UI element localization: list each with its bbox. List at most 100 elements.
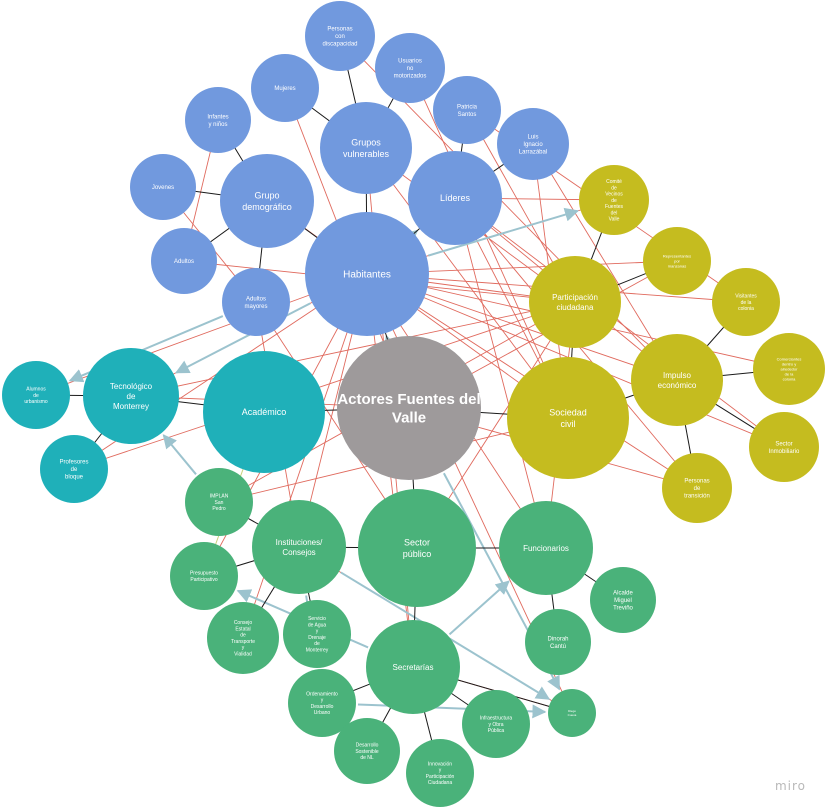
node-circle-lideres: [408, 151, 502, 245]
node-circle-usuarios: [375, 33, 445, 103]
node-circle-alcalde: [590, 567, 656, 633]
node-circle-comite: [579, 165, 649, 235]
node-habitantes: Habitantes: [305, 212, 429, 336]
node-circle-personas_disc: [305, 1, 375, 71]
node-circle-ordenamiento: [288, 669, 356, 737]
node-label-academico: Académico: [242, 407, 287, 417]
node-mujeres: Mujeres: [251, 54, 319, 122]
node-funcionarios: Funcionarios: [499, 501, 593, 595]
node-circle-impulso: [631, 334, 723, 426]
edge-red-profesores-participacion: [73, 301, 576, 470]
node-adultos: Adultos: [151, 228, 217, 294]
edge-red-tec-participacion: [130, 301, 576, 397]
node-circle-luis: [497, 108, 569, 180]
node-secretarias: Secretarías: [366, 620, 460, 714]
node-circle-grupo_demo: [220, 154, 314, 248]
node-circle-center: [337, 336, 481, 480]
node-circle-tec: [83, 348, 179, 444]
node-circle-instituciones: [252, 500, 346, 594]
node-instituciones: Instituciones/Consejos: [252, 500, 346, 594]
node-circle-sector_pub: [358, 489, 476, 607]
node-circle-innovacion: [406, 739, 474, 807]
node-circle-sociedad_civil: [507, 357, 629, 479]
edge-red-luis-impulso: [532, 143, 678, 381]
node-label-adultos: Adultos: [174, 259, 194, 265]
node-circle-consejo_est: [207, 602, 279, 674]
edge-blue-habitantes-comite: [428, 207, 579, 257]
node-circle-sector_inmob: [749, 412, 819, 482]
node-circle-implan: [185, 468, 253, 536]
node-circle-comerciantes: [753, 333, 825, 405]
node-label-mujeres: Mujeres: [274, 86, 295, 92]
edge-red-lideres-sector_inmob: [454, 197, 785, 448]
node-label-habitantes: Habitantes: [343, 270, 391, 281]
edge-blue-implan-tec: [162, 434, 197, 475]
node-circle-adultos_may: [222, 268, 290, 336]
node-circle-servicio_agua: [283, 600, 351, 668]
node-label-instituciones: Instituciones/Consejos: [276, 538, 323, 557]
node-circle-presupuesto: [170, 542, 238, 610]
node-academico: Académico: [203, 351, 325, 473]
node-circle-dinorah: [525, 609, 591, 675]
edge-blue-habitantes-tec: [175, 302, 311, 374]
node-jovenes: Jovenes: [130, 154, 196, 220]
node-label-secretarias: Secretarías: [393, 663, 434, 672]
node-circle-patricia: [433, 76, 501, 144]
node-circle-alumnos: [2, 361, 70, 429]
node-lideres: Líderes: [408, 151, 502, 245]
node-circle-desarrollo_sost: [334, 718, 400, 784]
node-circle-academico: [203, 351, 325, 473]
node-circle-infraestructura: [462, 690, 530, 758]
node-circle-secretarias: [366, 620, 460, 714]
node-circle-funcionarios: [499, 501, 593, 595]
edge-red-funcionarios-lideres: [454, 197, 547, 549]
